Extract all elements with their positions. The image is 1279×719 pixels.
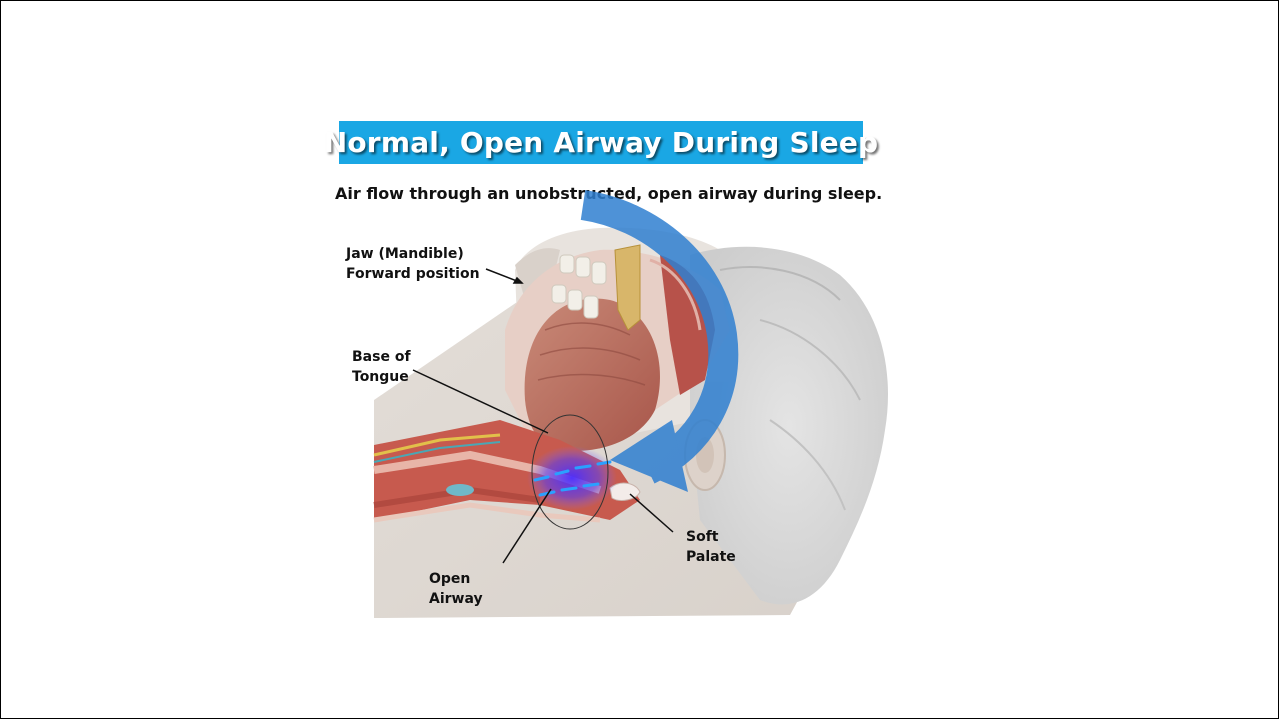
jaw-label-line-1: Jaw (Mandible) [346,244,480,264]
jaw-label-line-2: Forward position [346,264,480,284]
tongue-label-line-1: Base of [352,347,411,367]
jaw-label: Jaw (Mandible) Forward position [346,244,480,284]
airway-label-line-1: Open [429,569,483,589]
airway-label-line-2: Airway [429,589,483,609]
palate-label-line-1: Soft [686,527,736,547]
airway-label: Open Airway [429,569,483,609]
tongue-label-line-2: Tongue [352,367,411,387]
palate-label-line-2: Palate [686,547,736,567]
palate-label: Soft Palate [686,527,736,567]
tongue-label: Base of Tongue [352,347,411,387]
